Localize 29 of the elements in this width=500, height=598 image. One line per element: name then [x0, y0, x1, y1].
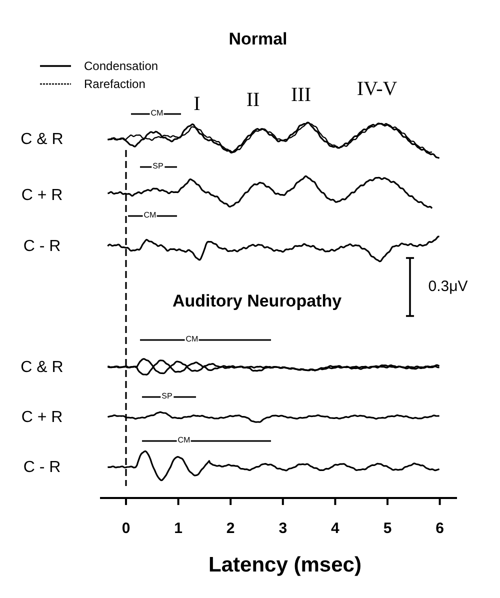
tick-label: 3	[278, 520, 288, 538]
panel-title: Auditory Neuropathy	[172, 292, 342, 312]
axis-title: Latency (msec)	[208, 553, 362, 577]
trace-label: C & R	[20, 131, 64, 149]
peak-label: II	[246, 89, 260, 111]
trace-label: C - R	[23, 459, 61, 477]
panel-title: Normal	[228, 30, 288, 50]
peak-label: IV-V	[356, 78, 398, 100]
interval-label: SP	[160, 392, 174, 402]
trace-label: C + R	[21, 187, 63, 205]
interval-label: CM	[176, 436, 192, 446]
trace-label: C + R	[21, 409, 63, 427]
tick-label: 2	[226, 520, 235, 538]
tick-label: 6	[436, 520, 444, 538]
tick-label: 4	[331, 520, 340, 538]
tick-label: 1	[174, 520, 182, 538]
legend-label: Rarefaction	[84, 78, 146, 90]
tick-label: 0	[122, 520, 130, 538]
tick-label: 5	[383, 520, 392, 538]
interval-label: CM	[142, 212, 158, 220]
interval-label: CM	[184, 336, 200, 344]
peak-label: I	[194, 93, 200, 115]
trace-label: C & R	[20, 359, 64, 377]
scale-label: 0.3μV	[428, 278, 468, 296]
peak-label: III	[291, 84, 311, 106]
legend-label: Condensation	[84, 60, 158, 72]
trace-label: C - R	[23, 238, 61, 256]
interval-label: SP	[152, 162, 164, 172]
interval-label: CM	[150, 110, 164, 118]
